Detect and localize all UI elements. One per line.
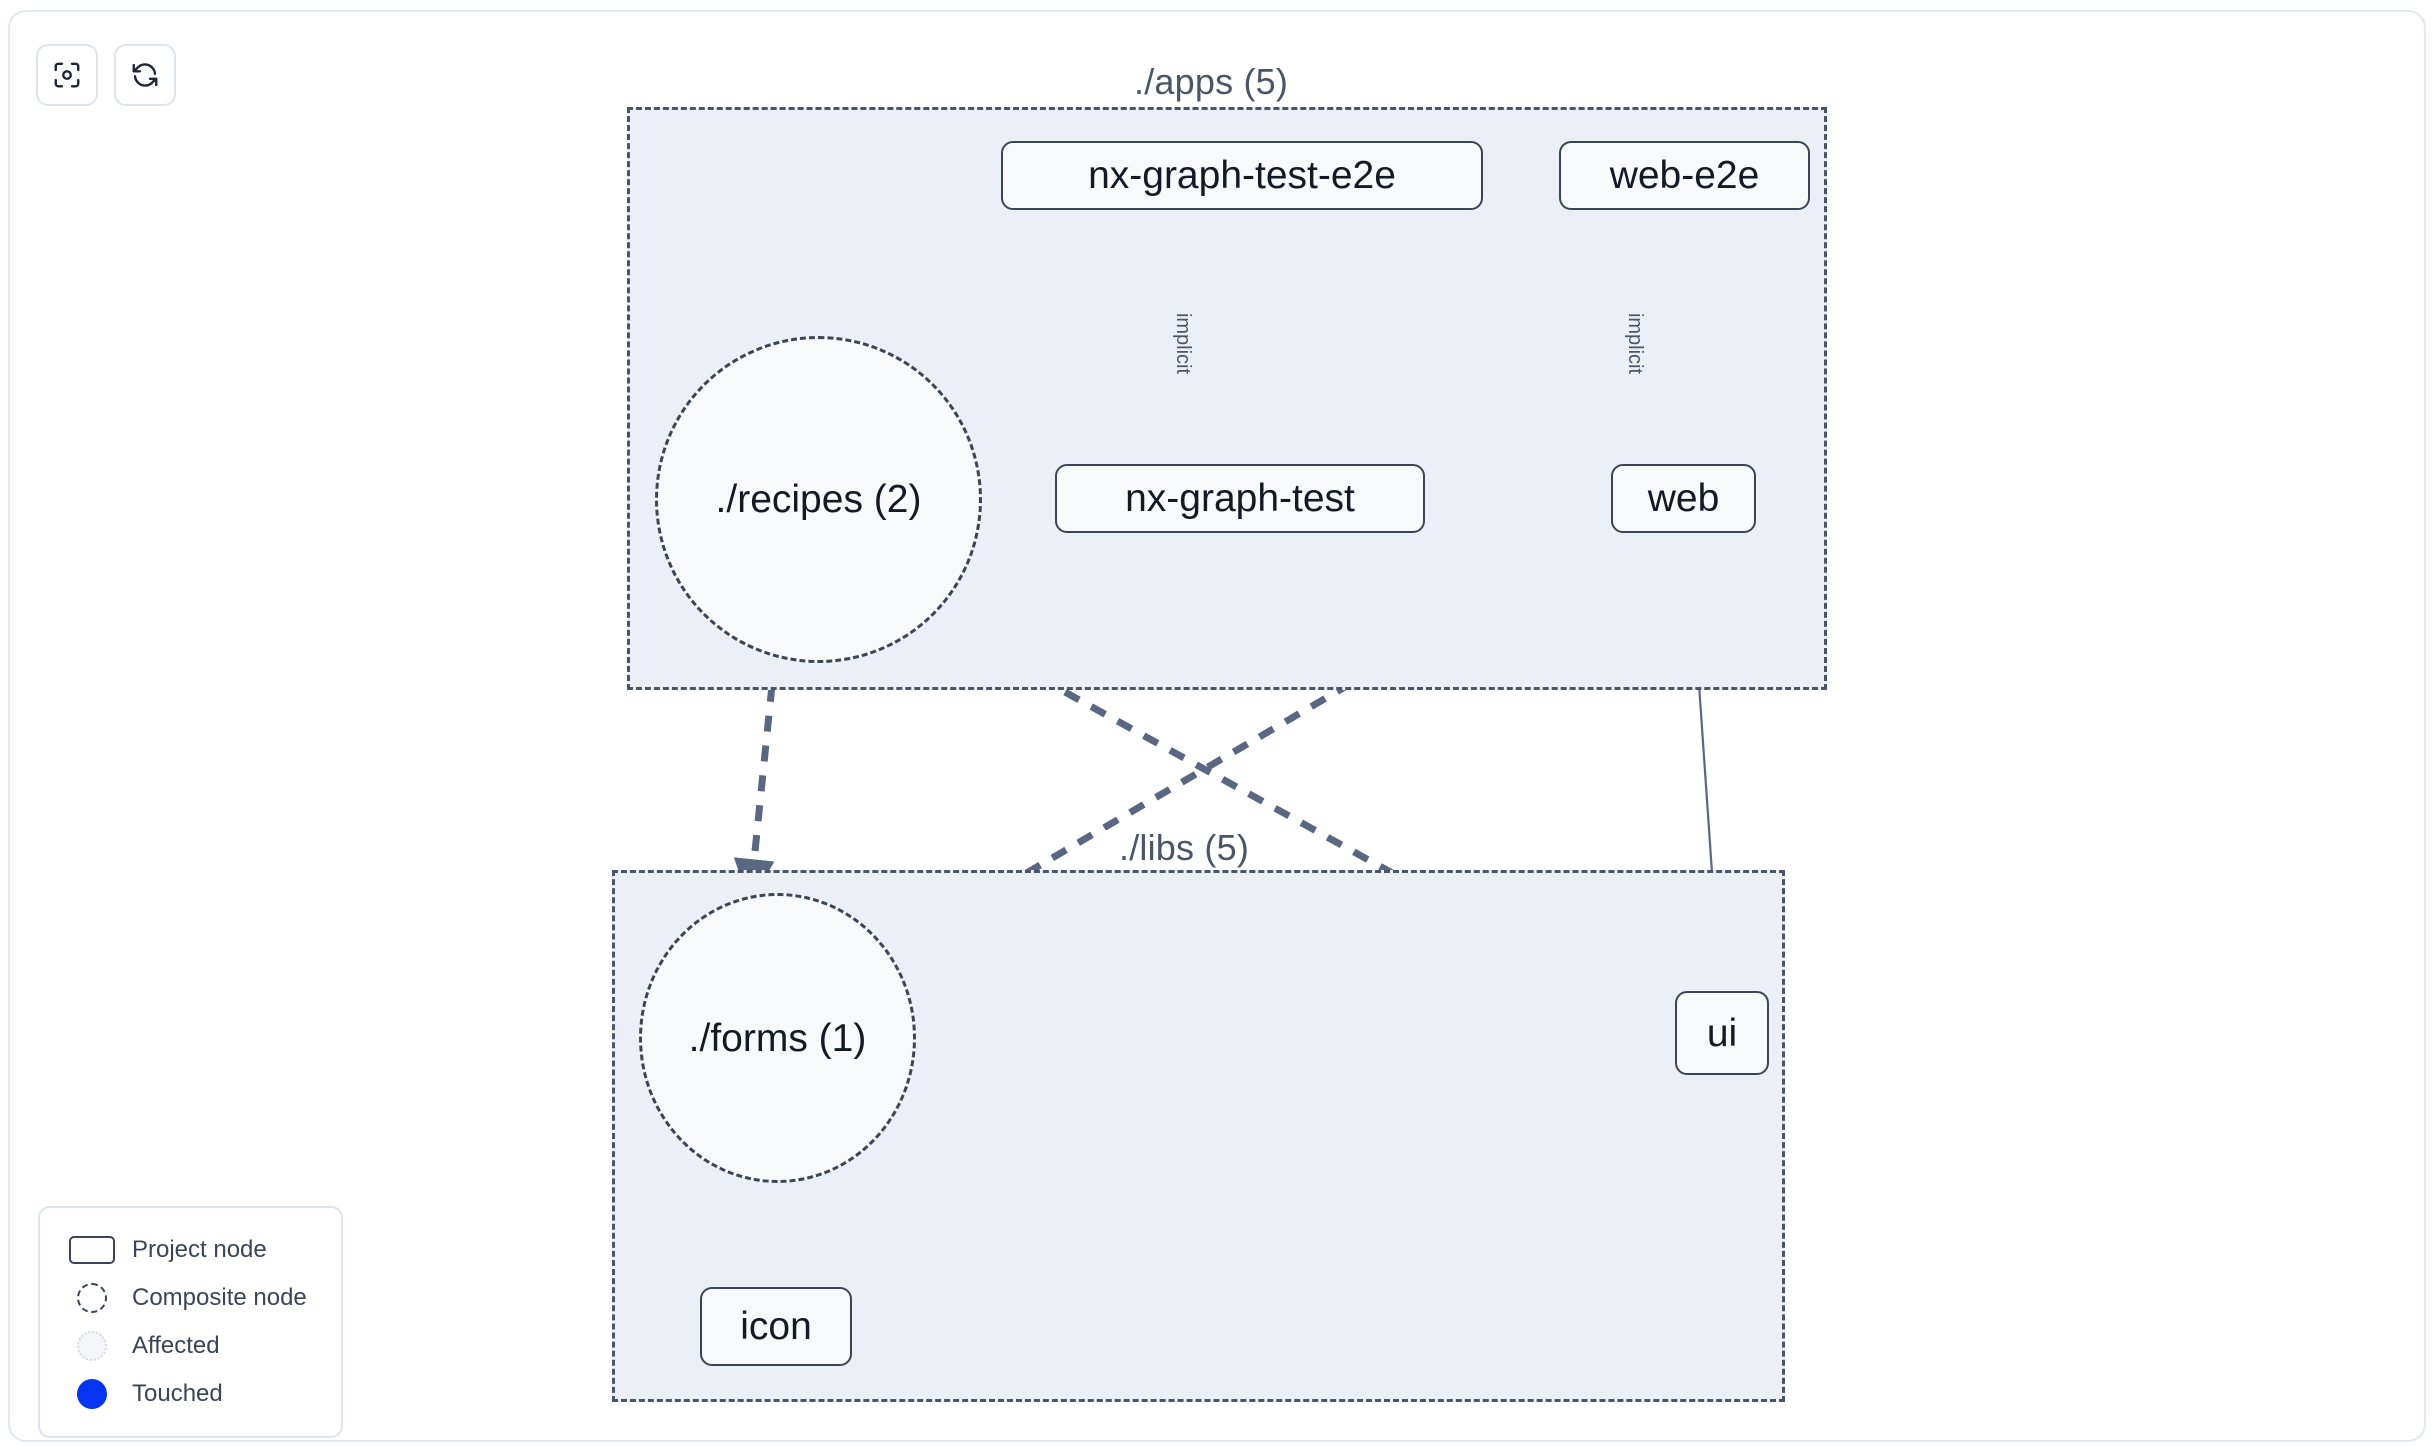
legend-label-affected: Affected (132, 1332, 220, 1359)
edge-recipes-to-forms (733, 655, 779, 905)
legend-item-project-node: Project node (66, 1226, 321, 1274)
legend-item-affected: Affected (66, 1322, 321, 1370)
legend-label-composite-node: Composite node (132, 1284, 307, 1311)
project-node-web[interactable]: web (1611, 464, 1756, 533)
legend-label-project-node: Project node (132, 1236, 267, 1263)
project-node-swatch-icon (66, 1236, 118, 1264)
legend-item-touched: Touched (66, 1370, 321, 1418)
graph-legend: Project node Composite node Affected Tou… (38, 1206, 343, 1438)
edge-label-implicit-nx-graph-test: implicit (1172, 312, 1195, 375)
project-node-icon[interactable]: icon (700, 1287, 852, 1366)
project-node-nx-graph-test-e2e[interactable]: nx-graph-test-e2e (1001, 141, 1483, 210)
graph-toolbar (36, 44, 176, 106)
project-node-nx-graph-test[interactable]: nx-graph-test (1055, 464, 1425, 533)
group-label-apps: ./apps (5) (1120, 64, 1303, 100)
focus-graph-button[interactable] (36, 44, 98, 106)
affected-swatch-icon (66, 1331, 118, 1361)
touched-swatch-icon (66, 1379, 118, 1409)
project-node-web-e2e[interactable]: web-e2e (1559, 141, 1810, 210)
legend-item-composite-node: Composite node (66, 1274, 321, 1322)
legend-label-touched: Touched (132, 1380, 223, 1407)
composite-node-recipes[interactable]: ./recipes (2) (655, 336, 982, 663)
composite-node-swatch-icon (66, 1283, 118, 1313)
composite-node-forms[interactable]: ./forms (1) (639, 893, 916, 1183)
graph-canvas[interactable]: ./apps (5) ./libs (5) implicit implicit … (8, 10, 2426, 1442)
project-node-ui[interactable]: ui (1675, 991, 1769, 1075)
refresh-icon (130, 60, 160, 90)
group-label-libs: ./libs (5) (1105, 830, 1264, 866)
focus-target-icon (52, 60, 82, 90)
edge-label-implicit-web: implicit (1624, 312, 1647, 375)
refresh-graph-button[interactable] (114, 44, 176, 106)
